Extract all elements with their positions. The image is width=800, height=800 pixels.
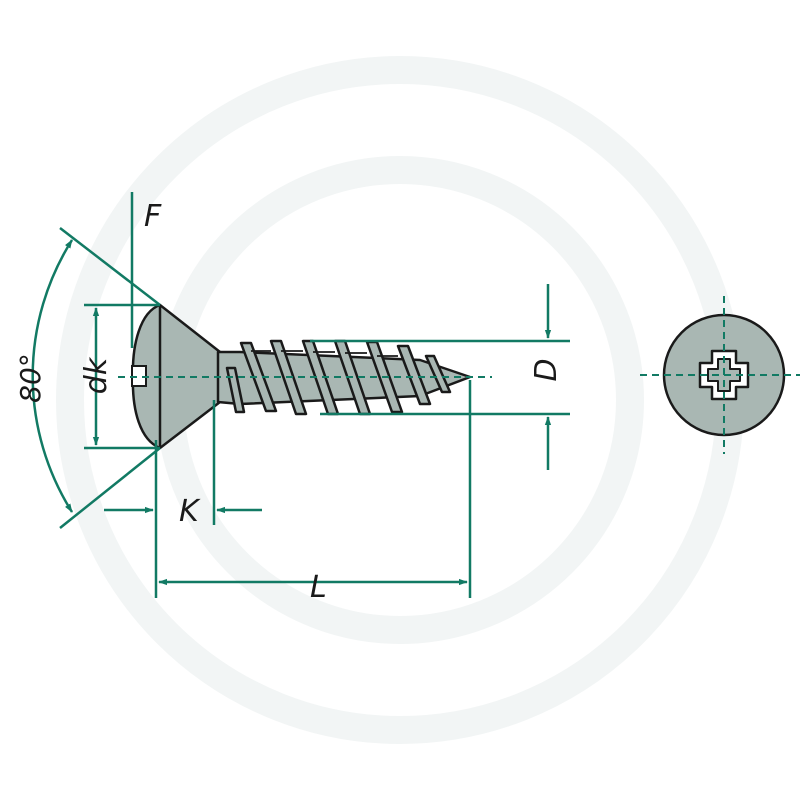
angle-arc — [31, 239, 74, 513]
screw-side-view — [131, 303, 472, 450]
label-f: F — [144, 199, 162, 234]
label-dk: dk — [79, 356, 114, 394]
screw-end-view — [640, 296, 800, 454]
label-l: L — [310, 570, 327, 605]
label-head-angle: 80° — [14, 353, 47, 403]
label-d: D — [529, 358, 564, 381]
label-k: K — [179, 494, 201, 529]
dimension-lines — [31, 192, 570, 598]
